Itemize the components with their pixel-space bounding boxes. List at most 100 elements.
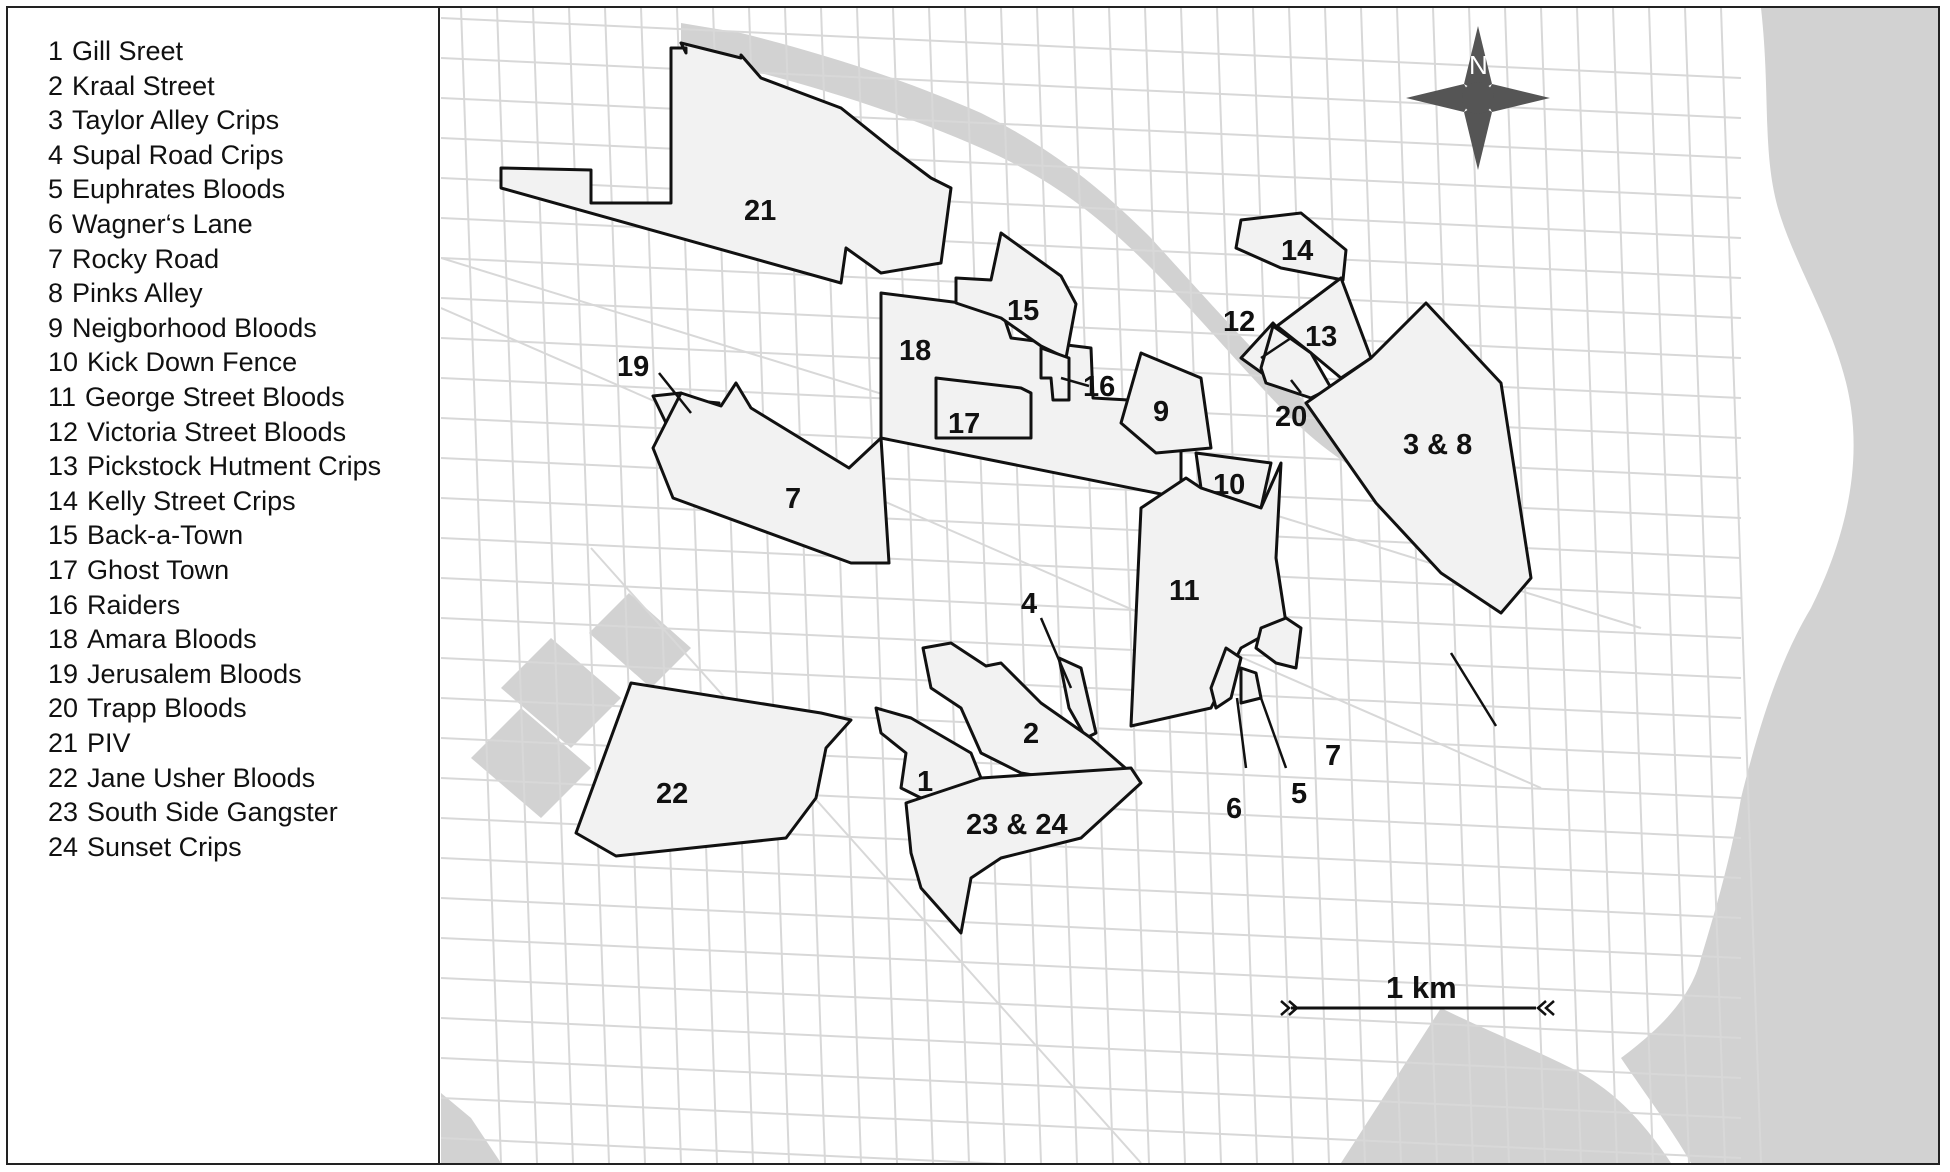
legend-number: 8 [48, 278, 64, 309]
legend-item: 11 George Street Bloods [48, 382, 345, 413]
legend-name: Trapp Bloods [87, 693, 247, 724]
legend-item: 10 Kick Down Fence [48, 347, 297, 378]
legend-name: Kelly Street Crips [87, 485, 296, 516]
legend-name: Wagner‘s Lane [72, 209, 253, 239]
legend-item: 7 Rocky Road [48, 244, 219, 275]
territory-polygons [499, 41, 1533, 935]
territory-16 [1039, 346, 1071, 402]
legend-number: 9 [48, 312, 64, 343]
territory-5 [1239, 666, 1263, 705]
legend-name: Amara Bloods [87, 624, 257, 655]
legend-name: George Street Bloods [85, 382, 345, 412]
legend-item: 24 Sunset Crips [48, 832, 242, 863]
zone-labels: 21 18 17 15 16 19 7 9 10 14 12 13 20 3 &… [617, 195, 1472, 841]
label-15: 15 [1007, 295, 1039, 327]
label-20: 20 [1275, 401, 1307, 433]
label-21: 21 [744, 195, 776, 227]
legend-item: 6 Wagner‘s Lane [48, 209, 253, 240]
legend-item: 9 Neigborhood Bloods [48, 313, 317, 344]
label-16: 16 [1083, 371, 1115, 403]
territory-22 [574, 681, 853, 858]
legend-number: 14 [48, 485, 79, 516]
label-11: 11 [1169, 575, 1200, 607]
legend-name: Sunset Crips [87, 831, 242, 862]
leader-lines [658, 336, 1498, 769]
territory-21 [499, 41, 953, 285]
legend-name: Euphrates Bloods [72, 174, 286, 205]
label-6: 6 [1226, 793, 1242, 825]
territory-4 [1057, 656, 1098, 740]
legend-number: 5 [48, 174, 64, 205]
legend-name: Back-a-Town [87, 520, 244, 551]
label-38: 3 & 8 [1403, 429, 1472, 461]
legend-item: 1 Gill Sreet [48, 36, 183, 67]
sw-lake-top [589, 593, 691, 688]
north-arrow-icon: N [1406, 26, 1550, 170]
legend-item: 14 Kelly Street Crips [48, 486, 296, 517]
legend-item: 13 Pickstock Hutment Crips [48, 451, 381, 482]
legend-item: 3 Taylor Alley Crips [48, 105, 279, 136]
legend-item: 23 South Side Gangster [48, 797, 338, 828]
sw-lake-mid [501, 638, 621, 748]
legend-number: 2 [48, 70, 64, 101]
label-12: 12 [1223, 306, 1255, 338]
territory-7b [1254, 616, 1303, 670]
legend-name: Kick Down Fence [87, 347, 298, 378]
sw-corner-water [441, 1093, 501, 1163]
legend-number: 16 [48, 589, 79, 620]
legend-name: Victoria Street Bloods [87, 416, 347, 447]
label-2: 2 [1023, 718, 1039, 750]
scale-label: 1 km [1386, 970, 1457, 1005]
legend-name: Pickstock Hutment Crips [87, 451, 382, 482]
legend-name: Rocky Road [72, 243, 220, 274]
legend-item: 20 Trapp Bloods [48, 693, 247, 724]
label-1: 1 [917, 766, 933, 798]
label-13: 13 [1305, 321, 1337, 353]
legend-number: 13 [48, 451, 79, 482]
legend-panel: 1 Gill Sreet 2 Kraal Street 3 Taylor Alley Cr… [6, 6, 440, 1165]
legend-number: 10 [48, 347, 79, 378]
legend-name: Kraal Street [72, 70, 215, 101]
legend-number: 18 [48, 624, 79, 655]
legend-item: 2 Kraal Street [48, 71, 215, 102]
label-5: 5 [1291, 778, 1307, 810]
legend-number: 11 [48, 382, 77, 412]
legend-number: 7 [48, 243, 64, 274]
legend-number: 20 [48, 693, 79, 724]
label-9: 9 [1153, 396, 1169, 428]
map-panel: 21 18 17 15 16 19 7 9 10 14 12 13 20 3 &… [441, 8, 1938, 1163]
legend-number: 1 [48, 36, 64, 66]
legend-number: 19 [48, 658, 79, 689]
legend-name: Neigborhood Bloods [72, 312, 317, 343]
legend-name: Taylor Alley Crips [72, 105, 280, 136]
legend-name: Ghost Town [87, 555, 230, 585]
legend-number: 22 [48, 762, 79, 793]
legend-number: 24 [48, 831, 79, 862]
territory-9 [1119, 351, 1213, 455]
territory-11 [1129, 461, 1288, 728]
territory-7 [651, 381, 891, 565]
territory-17 [934, 376, 1033, 440]
legend-number: 17 [48, 555, 79, 585]
legend-number: 23 [48, 797, 79, 828]
legend-name: Gill Sreet [72, 36, 184, 66]
east-harbour [1621, 8, 1938, 1163]
legend-number: 3 [48, 105, 64, 136]
legend-number: 21 [48, 728, 79, 758]
label-7: 7 [785, 483, 801, 515]
legend-item: 5 Euphrates Bloods [48, 174, 285, 205]
label-22: 22 [656, 778, 688, 810]
legend-number: 6 [48, 209, 64, 239]
label-19: 19 [617, 351, 649, 383]
label-18: 18 [899, 335, 931, 367]
north-label: N [1469, 50, 1488, 80]
legend-name: South Side Gangster [87, 797, 338, 828]
label-14: 14 [1281, 235, 1313, 267]
territory-38 [1304, 301, 1533, 615]
